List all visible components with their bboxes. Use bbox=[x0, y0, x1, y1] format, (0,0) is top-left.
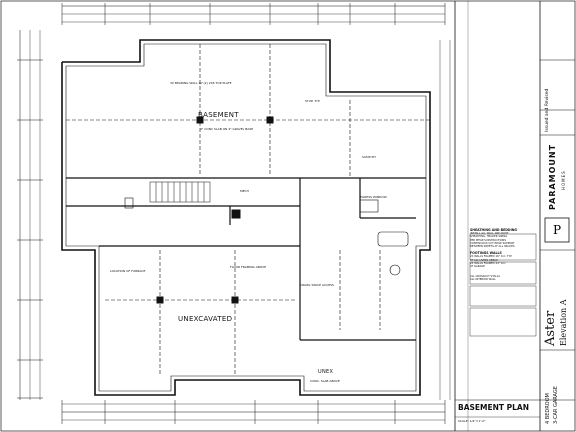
model-name: Aster bbox=[543, 310, 558, 346]
brand-name: PARAMOUNT bbox=[548, 143, 557, 210]
note-furnace: LOCATION OF FURNACE bbox=[110, 269, 146, 273]
note-sump: SUMP PIT bbox=[362, 155, 376, 159]
brand-subtitle: HOMES bbox=[561, 170, 566, 190]
note-mech: MECH bbox=[240, 189, 249, 193]
garage-size: 3-CAR GARAGE bbox=[553, 386, 559, 424]
paramount-logo-mark: P bbox=[553, 223, 561, 237]
note-slab: 4" CONC SLAB ON 4" GRAVEL BASE bbox=[200, 127, 254, 131]
note-stud: STUD TYP bbox=[305, 99, 320, 103]
notes-heading-footings: FOOTINGS WALLS bbox=[470, 251, 502, 256]
room-label-unexcavated: UNEXCAVATED bbox=[178, 315, 233, 323]
note-line: CONTINUOUS CUT EDGE SUPPORT bbox=[470, 241, 515, 245]
note-line: 2X WALLS FRAMED 24" O.C. bbox=[470, 262, 507, 266]
note-line: SHEATHING, HEADER SIZING bbox=[470, 235, 508, 239]
paramount-logo-icon bbox=[544, 217, 570, 243]
notes-heading-sheathing: SHEATHING AND BEDDING bbox=[470, 228, 518, 232]
note-line: ALL INTERIOR WALL bbox=[470, 277, 496, 281]
note-line: INSTALL ALL WALL AND ROOF bbox=[470, 232, 509, 235]
note-line: AT GARAGE bbox=[470, 265, 485, 269]
room-label-unex: UNEX bbox=[318, 369, 334, 375]
note-line: ALL CROSSCUT STALLS bbox=[470, 274, 500, 278]
plan-geometry bbox=[17, 1, 575, 431]
bedroom-count: 4 BEDROOM bbox=[545, 393, 551, 424]
note-conc-slab: CONC. SLAB ABOVE bbox=[310, 379, 340, 383]
sheet-scale: SCALE: 1/4"=1'-0" bbox=[458, 419, 486, 423]
general-notes: SHEATHING AND BEDDING INSTALL ALL WALL A… bbox=[470, 4, 538, 281]
room-label-basement: BASEMENT bbox=[198, 111, 239, 119]
note-line: BETWEEN SHEETS AT ALL SPLICES bbox=[470, 245, 515, 249]
note-egress: EGRESS WINDOW bbox=[360, 195, 387, 199]
note-bearing-wall: 3X BEARING WALL W/ (2) 2X6 TOP PLATE bbox=[170, 81, 232, 85]
note-floor-framing: FLOOR FRAMING ABOVE bbox=[230, 265, 267, 269]
sheet-title: BASEMENT PLAN bbox=[458, 403, 529, 412]
note-line: PER MFGR'S INSTRUCTIONS bbox=[470, 238, 506, 242]
note-line: AT ALL LIVING AREAS bbox=[470, 258, 498, 262]
note-line: 2X WALLS FRAMED 16" O.C. TYP bbox=[470, 255, 512, 259]
note-crawl: CRAWL SPACE ACCESS bbox=[300, 283, 334, 287]
issued-revised: Issued and Revised bbox=[545, 88, 550, 132]
elevation-name: Elevation A bbox=[559, 299, 568, 346]
